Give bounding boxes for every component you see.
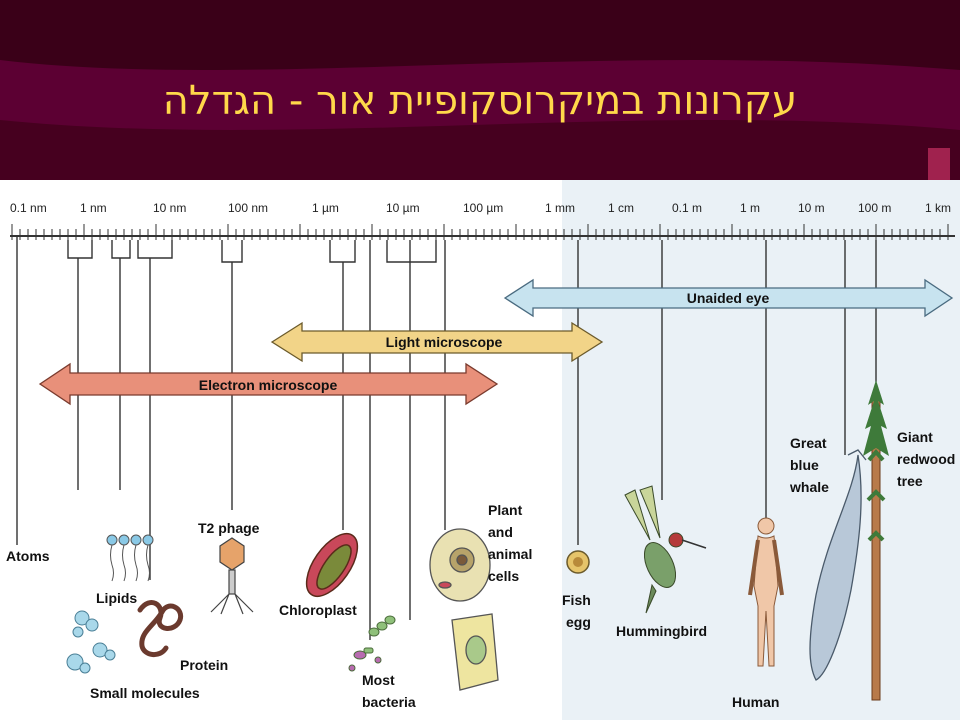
human-icon bbox=[748, 517, 784, 667]
protein-label: Protein bbox=[180, 657, 228, 673]
tick-label-1m: 1 m bbox=[740, 201, 760, 215]
tick-label-1um: 1 µm bbox=[312, 201, 339, 215]
tick-label-1km: 1 km bbox=[925, 201, 951, 215]
tick-label-100um: 100 µm bbox=[463, 201, 503, 215]
blue-whale-icon bbox=[809, 449, 867, 681]
electron-microscope-label: Electron microscope bbox=[199, 377, 338, 393]
tick-label-1mm: 1 mm bbox=[545, 201, 575, 215]
human-label: Human bbox=[732, 694, 779, 710]
redwood-tree-icon bbox=[863, 380, 889, 701]
fish-egg-label-line2: egg bbox=[566, 614, 591, 630]
most-bacteria-label-line2: bacteria bbox=[362, 694, 416, 710]
fish-egg-icon bbox=[566, 550, 590, 574]
cells-label-line3: animal bbox=[488, 546, 532, 562]
cells-label-line2: and bbox=[488, 524, 513, 540]
tick-label-1nm: 1 nm bbox=[80, 201, 107, 215]
chloroplast-label: Chloroplast bbox=[279, 602, 357, 618]
range-arrow-unaided-eye: Unaided eye bbox=[503, 278, 954, 318]
redwood-label-line1: Giant bbox=[897, 429, 933, 445]
tick-label-0.1m: 0.1 m bbox=[672, 201, 702, 215]
bacteria-icon bbox=[348, 615, 396, 672]
tick-label-0.1nm: 0.1 nm bbox=[10, 201, 47, 215]
hummingbird-icon bbox=[624, 485, 707, 614]
tick-label-10m: 10 m bbox=[798, 201, 825, 215]
pointer-lines bbox=[16, 236, 877, 640]
whale-label-line3: whale bbox=[789, 479, 829, 495]
unaided-eye-label: Unaided eye bbox=[687, 290, 770, 306]
tick-label-10nm: 10 nm bbox=[153, 201, 186, 215]
hummingbird-label: Hummingbird bbox=[616, 623, 707, 639]
lipids-label: Lipids bbox=[96, 590, 137, 606]
chloroplast-icon bbox=[305, 533, 359, 597]
t2-phage-icon bbox=[210, 537, 254, 615]
range-arrow-light-microscope: Light microscope bbox=[270, 321, 604, 363]
lipids-icon bbox=[106, 534, 154, 582]
scale-tick-labels: 0.1 nm 1 nm 10 nm 100 nm 1 µm 10 µm 100 … bbox=[10, 201, 951, 215]
tick-label-100nm: 100 nm bbox=[228, 201, 268, 215]
tick-label-1cm: 1 cm bbox=[608, 201, 634, 215]
cells-label-line1: Plant bbox=[488, 502, 523, 518]
tick-label-10um: 10 µm bbox=[386, 201, 420, 215]
background-band-dark bbox=[0, 120, 960, 180]
whale-label-line2: blue bbox=[790, 457, 819, 473]
redwood-label-line3: tree bbox=[897, 473, 923, 489]
slide-title: עקרונות במיקרוסקופיית אור - הגדלה bbox=[162, 78, 798, 124]
small-molecules-label: Small molecules bbox=[90, 685, 200, 701]
scale-axis bbox=[10, 224, 955, 240]
redwood-label-line2: redwood bbox=[897, 451, 955, 467]
whale-label-line1: Great bbox=[790, 435, 827, 451]
cells-label-line4: cells bbox=[488, 568, 519, 584]
decorative-tab bbox=[928, 148, 950, 180]
light-microscope-label: Light microscope bbox=[386, 334, 503, 350]
tick-label-100m: 100 m bbox=[858, 201, 891, 215]
atoms-label: Atoms bbox=[6, 548, 50, 564]
plant-animal-cells-icon bbox=[429, 528, 499, 691]
range-arrow-electron-microscope: Electron microscope bbox=[38, 362, 499, 406]
scale-diagram: 0.1 nm 1 nm 10 nm 100 nm 1 µm 10 µm 100 … bbox=[0, 180, 960, 720]
small-molecules-icon bbox=[66, 610, 116, 674]
t2-phage-label: T2 phage bbox=[198, 520, 260, 536]
most-bacteria-label-line1: Most bbox=[362, 672, 395, 688]
fish-egg-label-line1: Fish bbox=[562, 592, 591, 608]
protein-icon bbox=[137, 600, 184, 657]
